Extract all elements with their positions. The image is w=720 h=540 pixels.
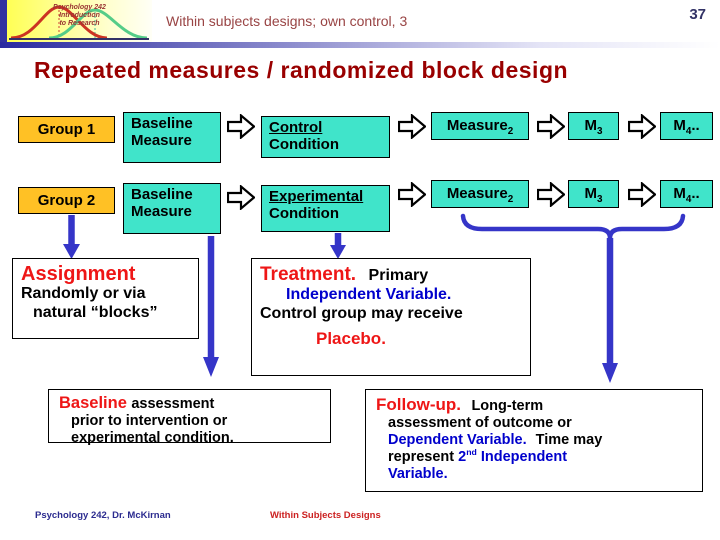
page-number: 37 — [689, 6, 706, 23]
treatment-title: Treatment. — [260, 264, 357, 285]
course-logo: Psychology 242 Introduction to Research — [7, 0, 152, 42]
assignment-line: Randomly or via — [21, 285, 146, 302]
header-left-bar — [0, 0, 7, 44]
treatment-placebo: Placebo. — [316, 328, 386, 348]
bell-curves-icon — [9, 5, 149, 40]
logo-text: Psychology 242 Introduction to Research — [7, 4, 152, 28]
followup-title: Follow-up. — [376, 395, 461, 414]
right-block-arrow-icon — [628, 182, 656, 207]
right-block-arrow-icon — [227, 185, 255, 210]
baseline-measure-box-row1: Baseline Measure — [123, 112, 221, 163]
m3-box-row2: M3 — [568, 180, 619, 208]
brace-down-arrow — [602, 238, 618, 383]
measure2-box-row2: Measure2 — [431, 180, 529, 208]
box-line: Baseline — [131, 186, 193, 203]
followup-line: Dependent Variable. Time may — [388, 431, 603, 448]
box-line: Baseline — [131, 115, 193, 132]
treatment-line: Control group may receive — [260, 304, 463, 322]
m3-box-row1: M3 — [568, 112, 619, 140]
baseline-measure-down-arrow — [203, 236, 219, 377]
header-title: Within subjects designs; own control, 3 — [166, 13, 408, 29]
followup-line: Variable. — [388, 465, 448, 482]
box-line: Condition — [269, 135, 339, 153]
box-label: Measure2 — [446, 184, 514, 205]
box-line: Condition — [269, 204, 339, 222]
baseline-measure-box-row2: Baseline Measure — [123, 183, 221, 234]
followup-line: Follow-up. Long-term — [376, 395, 544, 414]
logo-text-line: Introduction — [59, 12, 100, 19]
assignment-line: natural “blocks” — [33, 303, 158, 321]
group2-box: Group 2 — [18, 187, 115, 214]
right-block-arrow-icon — [537, 114, 565, 139]
measure2-box-row1: Measure2 — [431, 112, 529, 140]
m4-box-row1: M4.. — [660, 112, 713, 140]
header-divider — [0, 42, 720, 48]
baseline-line: prior to intervention or — [71, 413, 228, 429]
experimental-down-arrow — [330, 233, 346, 259]
assignment-box: Assignment Randomly or via natural “bloc… — [12, 258, 199, 339]
right-block-arrow-icon — [398, 182, 426, 207]
m4-box-row2: M4.. — [660, 180, 713, 208]
treatment-line: Independent Variable. — [286, 286, 452, 303]
box-label: M3 — [584, 116, 603, 137]
right-block-arrow-icon — [398, 114, 426, 139]
box-label: M4.. — [673, 116, 700, 137]
box-line: Measure — [131, 131, 192, 149]
logo-text-line: to Research — [59, 20, 100, 27]
experimental-condition-box: Experimental Condition — [261, 185, 390, 232]
baseline-title: Baseline — [59, 394, 127, 412]
slide-title: Repeated measures / randomized block des… — [34, 57, 569, 83]
treatment-box: Treatment. Primary Independent Variable.… — [251, 258, 531, 376]
control-condition-box: Control Condition — [261, 116, 390, 158]
box-label: M4.. — [673, 184, 700, 205]
followup-line: represent 2nd Independent — [388, 447, 568, 465]
box-label: M3 — [584, 184, 603, 205]
box-line: Experimental — [269, 188, 364, 205]
box-line: Control — [269, 119, 323, 136]
baseline-line: Baseline assessment — [59, 394, 215, 412]
measures-underbrace — [460, 213, 686, 239]
treatment-line: Treatment. Primary — [260, 264, 429, 285]
right-block-arrow-icon — [537, 182, 565, 207]
baseline-line: experimental condition. — [71, 429, 234, 446]
group1-box: Group 1 — [18, 116, 115, 143]
box-line: Measure — [131, 202, 192, 220]
assignment-title: Assignment — [21, 263, 136, 285]
followup-box: Follow-up. Long-term assessment of outco… — [365, 389, 703, 492]
group2-label: Group 2 — [37, 192, 96, 209]
right-block-arrow-icon — [227, 114, 255, 139]
group2-down-arrow — [63, 215, 80, 259]
group1-label: Group 1 — [37, 121, 96, 138]
box-label: Measure2 — [446, 116, 514, 137]
logo-text-line: Psychology 242 — [53, 4, 106, 11]
baseline-box: Baseline assessment prior to interventio… — [48, 389, 331, 446]
followup-line: assessment of outcome or — [388, 415, 572, 431]
footer-course: Psychology 242, Dr. McKirnan — [35, 510, 171, 521]
footer-section: Within Subjects Designs — [270, 510, 381, 521]
right-block-arrow-icon — [628, 114, 656, 139]
